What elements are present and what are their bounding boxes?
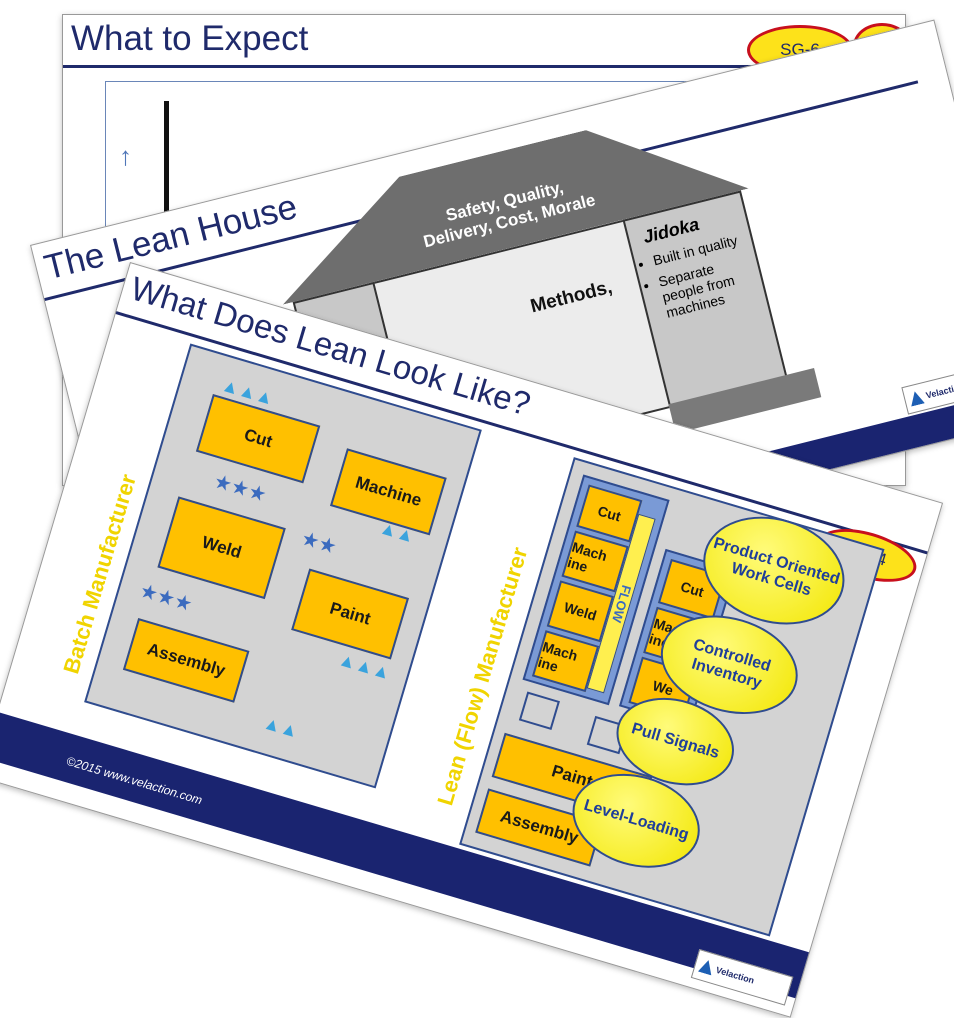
up-arrow-icon: ↑ [119, 141, 132, 171]
vertical-bar [164, 101, 169, 221]
copyright-text: ©2015 www.velaction.com [64, 753, 204, 808]
slide-title: What to Expect [71, 19, 309, 58]
batch-box-paint: Paint [291, 568, 410, 660]
logo-text: Velaction [924, 381, 954, 401]
pull-signal-box [518, 691, 560, 730]
inventory-star-icon: ★★ [298, 527, 340, 559]
flow-panel: Cut Mach ine Weld Mach ine FLOW Cut Mach… [459, 457, 885, 937]
inventory-triangle-icon: ▲▲ [261, 712, 301, 742]
batch-box-weld: Weld [157, 496, 286, 600]
logo-text: Velaction [714, 964, 756, 986]
inventory-star-icon: ★★★ [211, 470, 269, 507]
batch-panel: Cut Machine Weld Paint Assembly ★★★ ★★ ★… [84, 343, 482, 789]
batch-box-cut: Cut [195, 393, 321, 484]
inventory-star-icon: ★★★ [137, 579, 195, 617]
title-rule [63, 65, 905, 68]
logo-icon [908, 390, 925, 407]
logo-icon [698, 958, 715, 975]
batch-box-assembly: Assembly [122, 617, 250, 703]
